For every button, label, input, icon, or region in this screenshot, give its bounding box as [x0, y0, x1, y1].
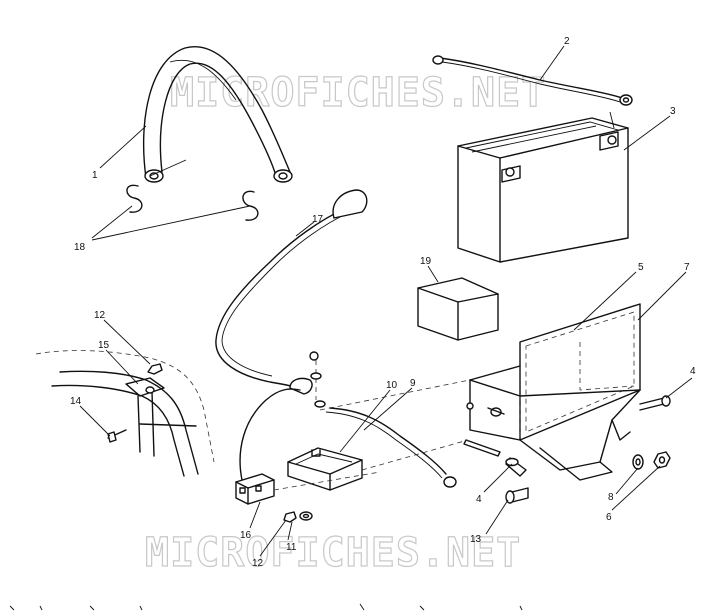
callout-12-upper: 12: [94, 310, 106, 321]
callout-19: 19: [420, 256, 432, 267]
frame-section: [35, 350, 215, 477]
voltage-regulator: [287, 439, 469, 491]
bolt-lower: [505, 487, 529, 504]
s-hooks: [126, 184, 259, 221]
callout-6: 6: [606, 512, 612, 523]
battery-cable: [432, 55, 633, 106]
callout-18: 18: [74, 242, 86, 253]
bolts: [505, 395, 671, 477]
callout-4-lower: 4: [476, 494, 482, 505]
callout-12-lower: 12: [252, 558, 264, 569]
callout-15: 15: [98, 340, 110, 351]
battery-pad: [417, 277, 499, 341]
callout-7: 7: [684, 262, 690, 273]
callout-3: 3: [670, 106, 676, 117]
callout-2: 2: [564, 36, 570, 47]
battery-strap: [142, 46, 293, 183]
watermark-top: MICROFICHES.NET: [170, 70, 546, 116]
callout-11: 11: [286, 542, 297, 553]
battery-box: [463, 303, 641, 481]
callout-9: 9: [410, 378, 416, 389]
callout-17: 17: [312, 214, 324, 225]
ground-cable: [215, 189, 368, 395]
callout-14: 14: [70, 396, 82, 407]
center-fasteners: [309, 351, 471, 411]
battery: [457, 111, 629, 263]
leader-lines: [79, 45, 693, 557]
washer-and-nut: [632, 451, 671, 470]
callout-5: 5: [638, 262, 644, 273]
rectifier-cable: [325, 407, 457, 488]
connector-block: [235, 388, 381, 505]
callout-8: 8: [608, 492, 614, 503]
callout-13: 13: [470, 534, 482, 545]
callout-1: 1: [92, 170, 98, 181]
watermark-bottom: MICROFICHES.NET: [145, 530, 521, 576]
callout-16: 16: [240, 530, 252, 541]
callouts: 1 2 3 4 4 5 6 7 8 9 10 11 12 12 13 14 15…: [70, 36, 696, 569]
lower-washer-nut: [283, 511, 313, 523]
callout-4-right: 4: [690, 366, 696, 377]
callout-10: 10: [386, 380, 398, 391]
scan-edge-marks: [9, 603, 523, 611]
